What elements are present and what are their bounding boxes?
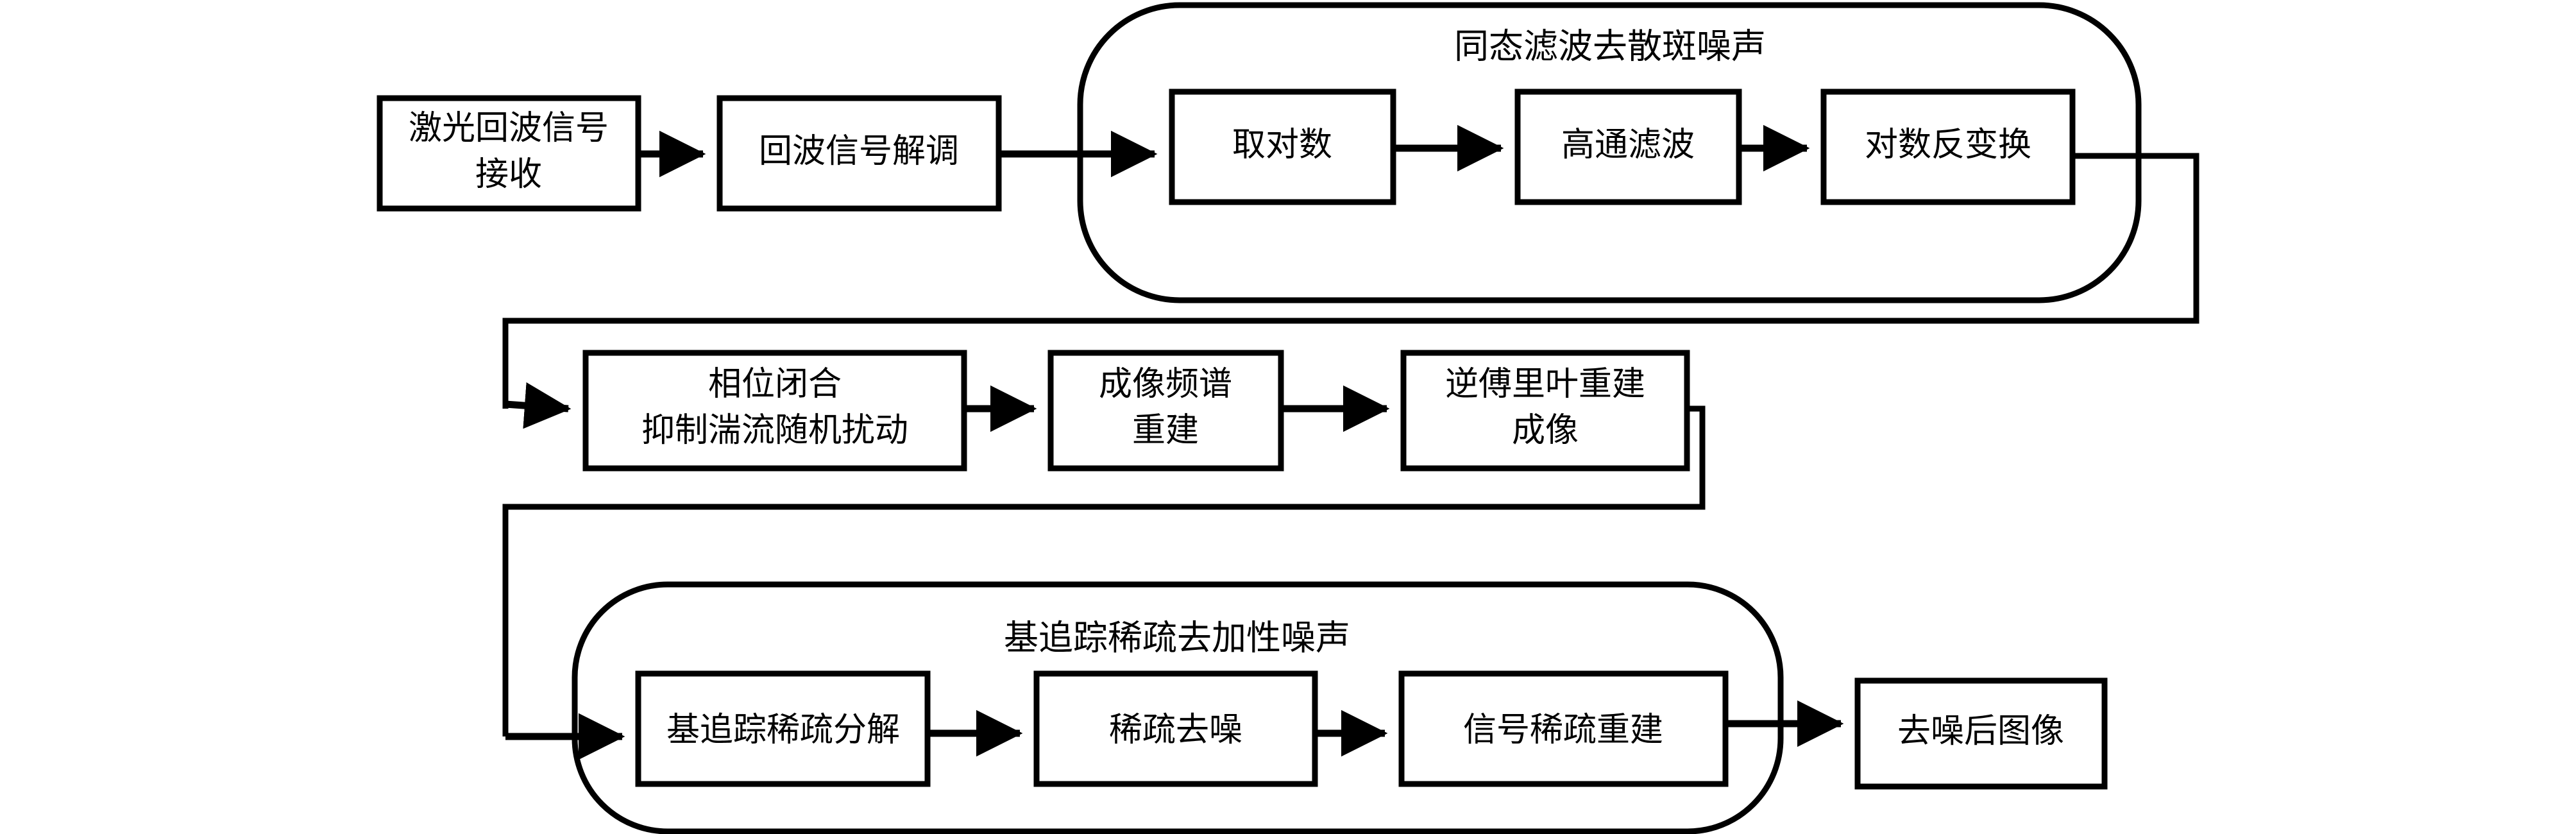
edge-row1-to-row2 <box>502 153 2199 409</box>
node-laser-echo-receive-label-line2: 接收 <box>475 157 542 193</box>
node-echo-demodulation-label-line1: 回波信号解调 <box>759 133 959 170</box>
node-inverse-fourier-reconstruction-label-line1: 逆傅里叶重建 <box>1445 366 1645 403</box>
node-denoised-image-label-line1: 去噪后图像 <box>1897 713 2064 750</box>
node-imaging-spectrum-reconstruction-label-line1: 成像频谱 <box>1099 366 1232 403</box>
node-basis-pursuit-decomposition-label-line1: 基追踪稀疏分解 <box>666 712 900 749</box>
node-laser-echo-receive-label-line1: 激光回波信号 <box>409 110 609 147</box>
node-sparse-denoise-label-line1: 稀疏去噪 <box>1109 712 1242 749</box>
node-inverse-fourier-reconstruction[interactable] <box>1400 350 1690 472</box>
node-phase-closure[interactable] <box>582 350 967 472</box>
edge-row2-to-row3 <box>502 405 1706 736</box>
node-phase-closure-label-line2: 抑制湍流随机扰动 <box>641 413 908 449</box>
edge-row1-to-row2-arrow <box>505 382 572 429</box>
node-imaging-spectrum-reconstruction[interactable] <box>1047 350 1284 472</box>
node-take-logarithm-label-line1: 取对数 <box>1232 127 1332 164</box>
node-imaging-spectrum-reconstruction-label-line2: 重建 <box>1132 413 1199 449</box>
node-phase-closure-label-line1: 相位闭合 <box>708 366 842 403</box>
node-inverse-log-transform-label-line1: 对数反变换 <box>1865 127 2031 164</box>
node-signal-sparse-reconstruction-label-line1: 信号稀疏重建 <box>1463 712 1663 749</box>
group-homomorphic-filter-label: 同态滤波去散斑噪声 <box>1454 27 1766 65</box>
node-signal-sparse-reconstruction[interactable] <box>1398 670 1729 787</box>
node-inverse-log-transform[interactable] <box>1820 89 2076 205</box>
node-denoised-image[interactable] <box>1854 677 2108 790</box>
node-sparse-denoise[interactable] <box>1033 670 1318 787</box>
node-inverse-fourier-reconstruction-label-line2: 成像 <box>1512 413 1579 449</box>
node-highpass-filter-label-line1: 高通滤波 <box>1561 127 1695 164</box>
node-basis-pursuit-decomposition[interactable] <box>635 670 931 787</box>
group-basis-pursuit-sparse-label: 基追踪稀疏去加性噪声 <box>1004 618 1350 657</box>
node-highpass-filter[interactable] <box>1514 89 1742 205</box>
node-laser-echo-receive[interactable] <box>377 95 641 212</box>
group-basis-pursuit-sparse <box>572 581 1784 834</box>
node-echo-demodulation[interactable] <box>716 95 1002 212</box>
